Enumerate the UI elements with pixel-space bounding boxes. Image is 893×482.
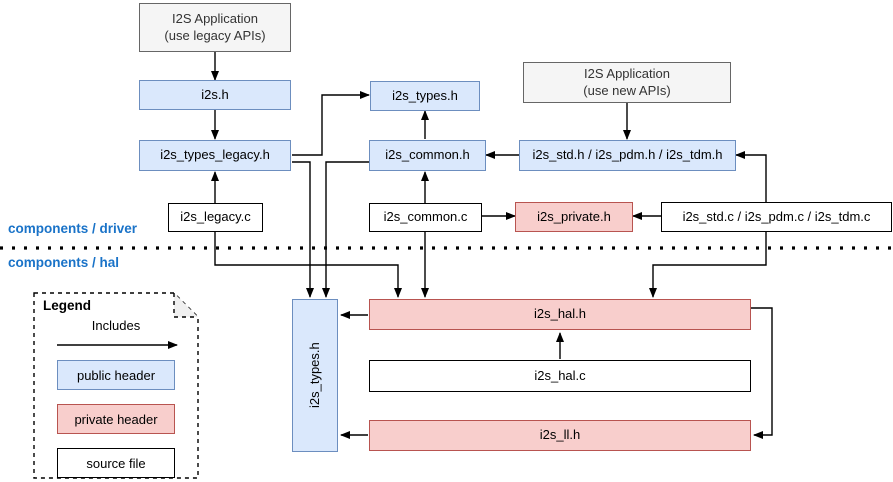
node-app-legacy[interactable]: I2S Application (use legacy APIs) [139, 3, 291, 52]
node-label: I2S Application (use legacy APIs) [164, 11, 266, 43]
node-i2s-common-c[interactable]: i2s_common.c [369, 203, 482, 232]
node-label: i2s_ll.h [539, 427, 581, 443]
edge-types-legacy-to-types-hal [292, 161, 314, 298]
node-app-new[interactable]: I2S Application (use new APIs) [523, 62, 731, 103]
node-label: i2s_legacy.c [180, 209, 251, 225]
node-i2s-hal-h[interactable]: i2s_hal.h [369, 299, 751, 330]
edge-common-h-to-types-hal [322, 161, 369, 298]
node-label: i2s_types.h [392, 87, 458, 103]
node-i2s-h[interactable]: i2s.h [139, 80, 291, 110]
zone-label-hal: components / hal [8, 255, 120, 270]
legend-edge-label: Includes [91, 318, 141, 333]
node-label: i2s_std.c / i2s_pdm.c / i2s_tdm.c [682, 208, 871, 224]
node-label: i2s_hal.c [534, 367, 586, 383]
legend-title: Legend [43, 298, 92, 313]
legend: Legend Includes public header private he… [33, 292, 199, 479]
node-i2s-ll-h[interactable]: i2s_ll.h [369, 420, 751, 451]
node-label: i2s_types_legacy.h [160, 147, 270, 163]
node-i2s-variant-c[interactable]: i2s_std.c / i2s_pdm.c / i2s_tdm.c [661, 202, 892, 232]
node-label: i2s_types.h [306, 342, 322, 409]
legend-arrow-icon [57, 341, 178, 349]
legend-item-label: source file [86, 455, 146, 471]
legend-item-private-header[interactable]: private header [57, 404, 175, 434]
edge-variant-c-to-variant-h [735, 151, 767, 202]
node-i2s-legacy-c[interactable]: i2s_legacy.c [168, 203, 263, 232]
node-label: I2S Application (use new APIs) [583, 66, 671, 98]
edge-hal-h-to-ll-h [751, 307, 773, 439]
legend-item-label: private header [74, 411, 158, 427]
node-label: i2s_common.c [383, 209, 468, 225]
node-label: i2s.h [201, 86, 229, 102]
edge-variant-c-to-hal-h [649, 231, 767, 298]
legend-item-public-header[interactable]: public header [57, 360, 175, 390]
edge-legacy-c-to-hal-h [214, 231, 402, 298]
node-i2s-types-legacy-h[interactable]: i2s_types_legacy.h [139, 140, 291, 171]
legend-item-label: public header [76, 367, 156, 383]
node-label: i2s_private.h [537, 208, 611, 224]
node-label: i2s_common.h [385, 147, 470, 163]
node-i2s-types-h-hal[interactable]: i2s_types.h [292, 299, 338, 452]
node-i2s-common-h[interactable]: i2s_common.h [369, 140, 486, 171]
edge-types-legacy-to-types-top [292, 91, 370, 156]
node-i2s-types-h-top[interactable]: i2s_types.h [370, 81, 480, 111]
node-label: i2s_hal.h [533, 306, 587, 322]
node-label: i2s_std.h / i2s_pdm.h / i2s_tdm.h [532, 147, 723, 163]
node-i2s-hal-c[interactable]: i2s_hal.c [369, 360, 751, 392]
node-i2s-variant-h[interactable]: i2s_std.h / i2s_pdm.h / i2s_tdm.h [519, 140, 736, 171]
node-i2s-private-h[interactable]: i2s_private.h [515, 202, 633, 232]
legend-item-source-file[interactable]: source file [57, 448, 175, 478]
zone-label-driver: components / driver [8, 221, 138, 236]
